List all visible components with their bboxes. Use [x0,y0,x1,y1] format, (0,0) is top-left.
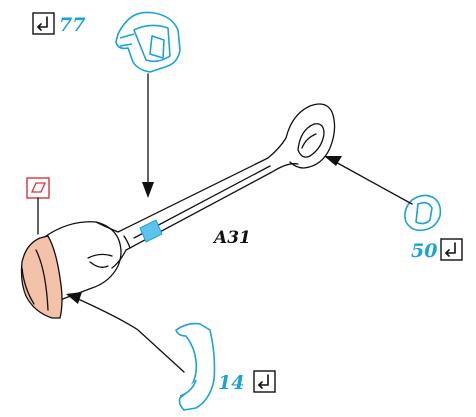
part-number-77: 77 [59,14,85,36]
part-77-clip [115,11,181,73]
red-marker [26,177,50,235]
assembly-label: A31 [212,228,251,248]
part-number-50: 50 [411,240,437,262]
callout-77[interactable]: 77 [32,12,85,36]
return-badge-50 [440,238,463,261]
leader-line-77 [142,73,154,198]
part-number-14: 14 [218,372,244,394]
callout-14[interactable]: 14 [218,370,276,394]
leader-line-50 [324,156,413,205]
return-badge-77 [32,12,55,35]
return-arrow-icon [445,242,456,257]
return-badge-14 [253,370,276,393]
part-50-cap [404,194,442,232]
return-arrow-icon [37,16,48,31]
part-14-strip [175,322,216,411]
grip-pad [20,235,63,319]
handle-assembly [41,103,336,304]
leader-line-14 [66,292,185,373]
callout-50[interactable]: 50 [411,238,463,262]
return-arrow-icon [258,374,269,389]
